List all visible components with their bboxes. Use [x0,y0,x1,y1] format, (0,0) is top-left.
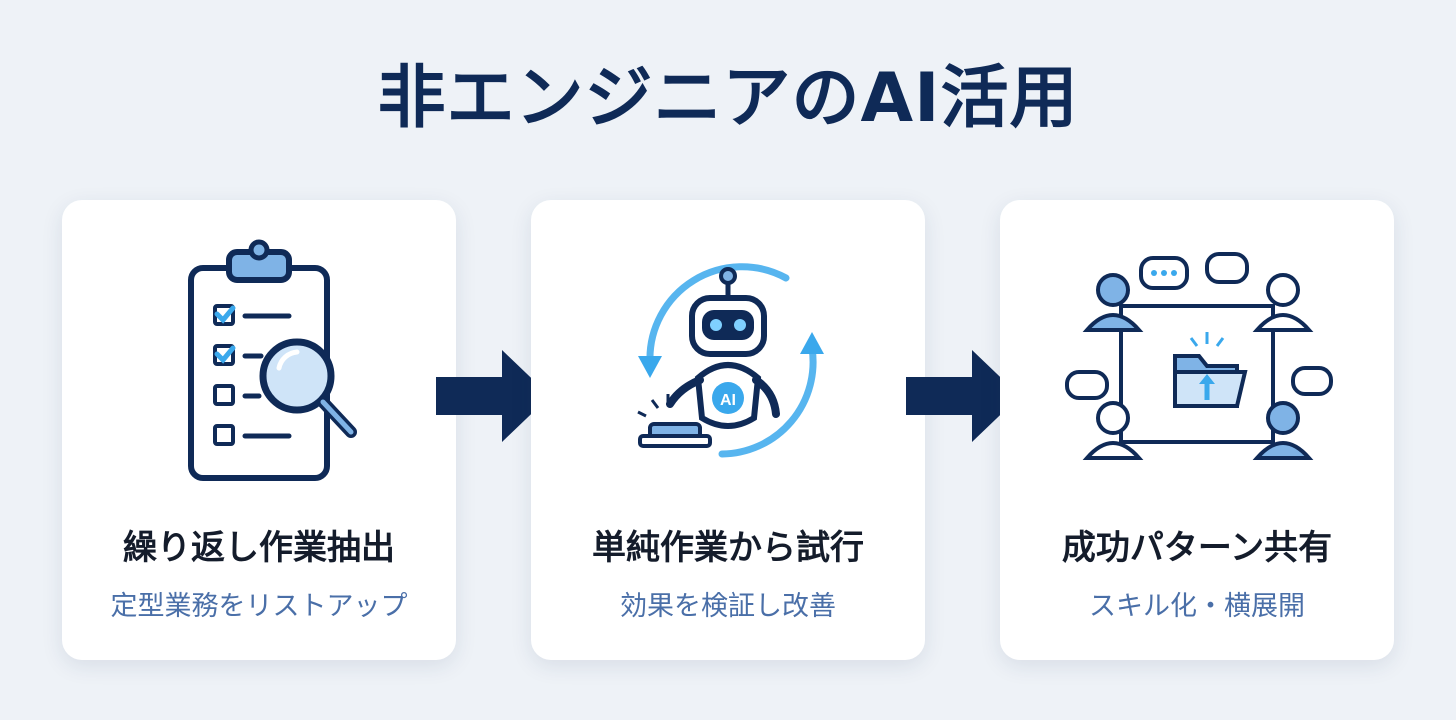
step-subtitle: 効果を検証し改善 [620,591,836,622]
team-share-icon [1000,228,1394,508]
ai-robot-icon: AI [531,228,925,508]
step-card-extract: 繰り返し作業抽出 定型業務をリストアップ [62,200,456,660]
step-card-share: 成功パターン共有 スキル化・横展開 [1000,200,1394,660]
page-title: 非エンジニアのAI活用 [377,59,1079,138]
arrow-right-icon [436,350,550,442]
clipboard-search-icon [62,228,456,508]
step-title: 繰り返し作業抽出 [123,528,395,568]
step-title: 成功パターン共有 [1061,528,1333,568]
step-card-trial: AI 単純作業から試行 効果を検証し改善 [531,200,925,660]
arrow-right-icon [906,350,1020,442]
step-title: 単純作業から試行 [592,528,864,568]
ai-badge: AI [720,392,736,409]
step-subtitle: スキル化・横展開 [1089,591,1305,622]
step-subtitle: 定型業務をリストアップ [110,591,408,622]
